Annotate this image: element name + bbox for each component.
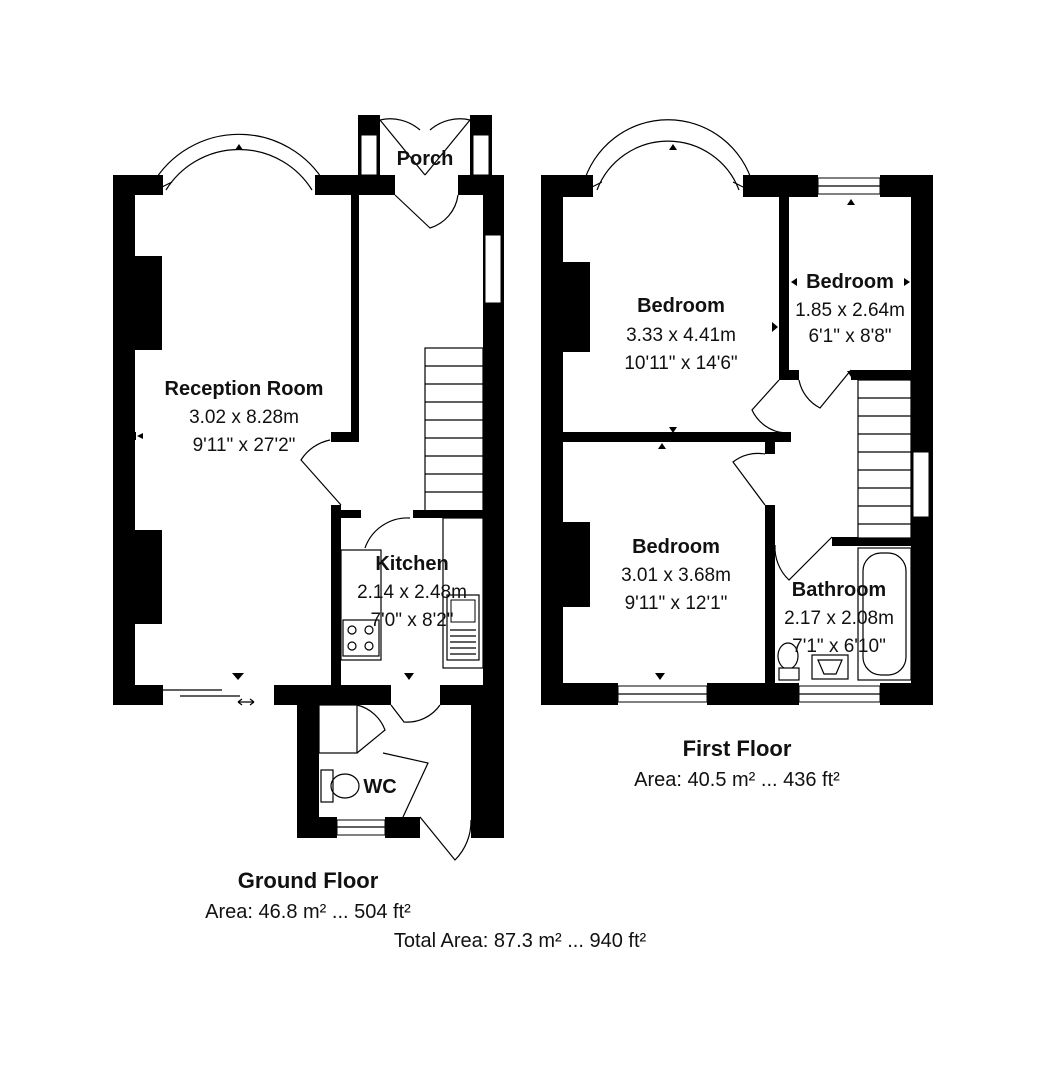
reception-room-name: Reception Room xyxy=(165,378,324,400)
kitchen-dim-ft: 7'0" x 8'2" xyxy=(370,610,453,631)
rear-bedroom-dim-ft: 9'11" x 12'1" xyxy=(625,593,728,614)
ground-floor-area: Area: 46.8 m² ... 504 ft² xyxy=(205,901,411,923)
rear-bedroom-name: Bedroom xyxy=(632,536,720,558)
reception-room-dim-m: 3.02 x 8.28m xyxy=(189,407,299,428)
reception-room-dim-ft: 9'11" x 27'2" xyxy=(193,435,296,456)
small-bedroom-name: Bedroom xyxy=(806,271,894,293)
bathroom-dim-m: 2.17 x 2.08m xyxy=(784,608,894,629)
front-bedroom-name: Bedroom xyxy=(637,295,725,317)
front-bedroom-dim-m: 3.33 x 4.41m xyxy=(626,325,736,346)
ground-floor-plan xyxy=(113,115,504,861)
bathroom-dim-ft: 7'1" x 6'10" xyxy=(792,636,886,657)
total-area: Total Area: 87.3 m² ... 940 ft² xyxy=(394,930,647,952)
kitchen-dim-m: 2.14 x 2.48m xyxy=(357,582,467,603)
small-bedroom-dim-ft: 6'1" x 8'8" xyxy=(808,326,891,347)
kitchen-name: Kitchen xyxy=(375,553,448,575)
small-bedroom-dim-m: 1.85 x 2.64m xyxy=(795,300,905,321)
first-floor-plan xyxy=(541,119,933,705)
floor-summaries: First Floor Area: 40.5 m² ... 436 ft² Gr… xyxy=(205,736,840,952)
front-bedroom-dim-ft: 10'11" x 14'6" xyxy=(624,353,737,374)
porch-name: Porch xyxy=(397,148,454,170)
rear-bedroom-dim-m: 3.01 x 3.68m xyxy=(621,565,731,586)
room-labels: Reception Room 3.02 x 8.28m 9'11" x 27'2… xyxy=(165,148,905,798)
first-floor-area: Area: 40.5 m² ... 436 ft² xyxy=(634,769,840,791)
bathroom-name: Bathroom xyxy=(792,579,886,601)
ground-floor-title: Ground Floor xyxy=(238,868,379,893)
first-floor-title: First Floor xyxy=(683,736,792,761)
wc-name: WC xyxy=(363,776,396,798)
